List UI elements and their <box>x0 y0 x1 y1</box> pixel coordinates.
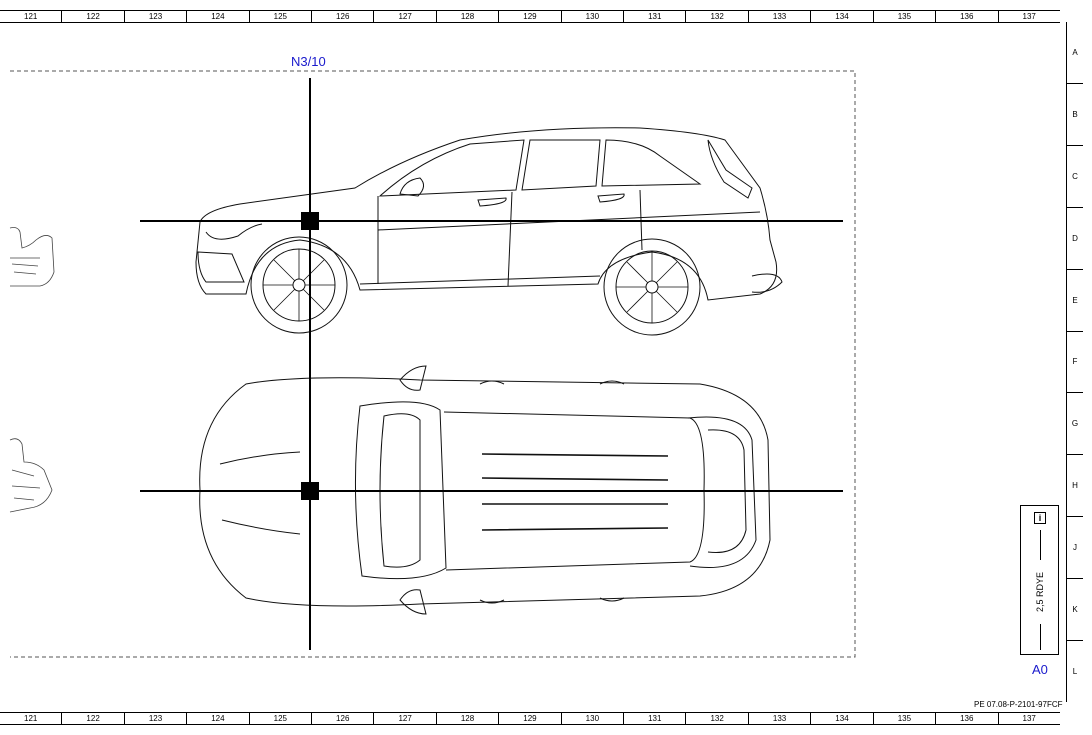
info-icon[interactable]: i <box>1034 512 1046 524</box>
grid-ruler-cell: 128 <box>435 713 498 724</box>
document-reference: PE 07.08-P-2101-97FCF <box>974 700 1063 709</box>
connector-box-label: A0 <box>1032 662 1048 677</box>
grid-ruler-cell: 129 <box>498 713 560 724</box>
grid-ruler-cell: 124 <box>186 11 248 22</box>
grid-ruler-cell: 136 <box>935 713 997 724</box>
grid-ruler-cell: 126 <box>311 713 373 724</box>
wire-line <box>1040 624 1041 650</box>
grid-ruler-cell: 130 <box>560 11 623 22</box>
grid-ruler-cell: 136 <box>935 11 997 22</box>
location-crosshair <box>140 78 843 650</box>
detail-area-frame <box>10 70 856 658</box>
grid-ruler-cell: B <box>1067 84 1083 146</box>
location-marker-side <box>301 212 319 230</box>
grid-ruler-cell: L <box>1072 667 1078 677</box>
grid-ruler-cell: E <box>1067 270 1083 332</box>
grid-ruler-cell: 121 <box>24 12 38 21</box>
grid-ruler-cell: G <box>1067 393 1083 456</box>
grid-ruler-cell: 132 <box>685 713 747 724</box>
grid-ruler-cell: 133 <box>747 713 810 724</box>
grid-ruler-cell: H <box>1067 455 1083 518</box>
grid-ruler-cell: 125 <box>248 11 311 22</box>
grid-ruler-cell: 122 <box>61 713 123 724</box>
grid-ruler-cell: 131 <box>623 11 685 22</box>
grid-ruler-cell: J <box>1067 517 1083 580</box>
grid-ruler-cell: 123 <box>123 11 186 22</box>
component-location-label: N3/10 <box>291 54 326 69</box>
grid-ruler-cell: 129 <box>498 11 560 22</box>
grid-ruler-cell: 122 <box>61 11 123 22</box>
grid-ruler-cell: C <box>1067 146 1083 208</box>
grid-ruler-cell: 135 <box>872 713 935 724</box>
wire-line <box>1040 530 1041 560</box>
grid-ruler-cell: 135 <box>872 11 935 22</box>
grid-ruler-cell: 121 <box>24 714 38 723</box>
grid-ruler-cell: 127 <box>373 11 435 22</box>
grid-ruler-cell: F <box>1067 332 1083 394</box>
grid-ruler-cell: 134 <box>810 11 872 22</box>
connector-info-box[interactable]: i 2,5 RDYE <box>1020 505 1059 655</box>
grid-ruler-cell: 124 <box>186 713 248 724</box>
grid-ruler-cell: 137 <box>997 713 1060 724</box>
grid-ruler-cell: 134 <box>810 713 872 724</box>
grid-ruler-cell: 126 <box>311 11 373 22</box>
grid-ruler-cell: 130 <box>560 713 623 724</box>
grid-ruler-cell: 128 <box>435 11 498 22</box>
wire-spec-label: 2,5 RDYE <box>1035 571 1045 613</box>
grid-ruler-cell: 137 <box>997 11 1060 22</box>
side-view-vehicle <box>195 127 783 336</box>
grid-ruler-cell: 125 <box>248 713 311 724</box>
adjacent-vehicle-fragment <box>9 227 55 513</box>
location-marker-top <box>301 482 319 500</box>
grid-ruler-cell: K <box>1067 579 1083 642</box>
grid-ruler-cell: 132 <box>685 11 747 22</box>
grid-ruler-cell: 133 <box>747 11 810 22</box>
grid-ruler-cell: A <box>1067 22 1083 84</box>
grid-ruler-cell: D <box>1067 208 1083 270</box>
grid-ruler-cell: 127 <box>373 713 435 724</box>
grid-ruler-cell: 131 <box>623 713 685 724</box>
grid-ruler-cell: 123 <box>123 713 186 724</box>
